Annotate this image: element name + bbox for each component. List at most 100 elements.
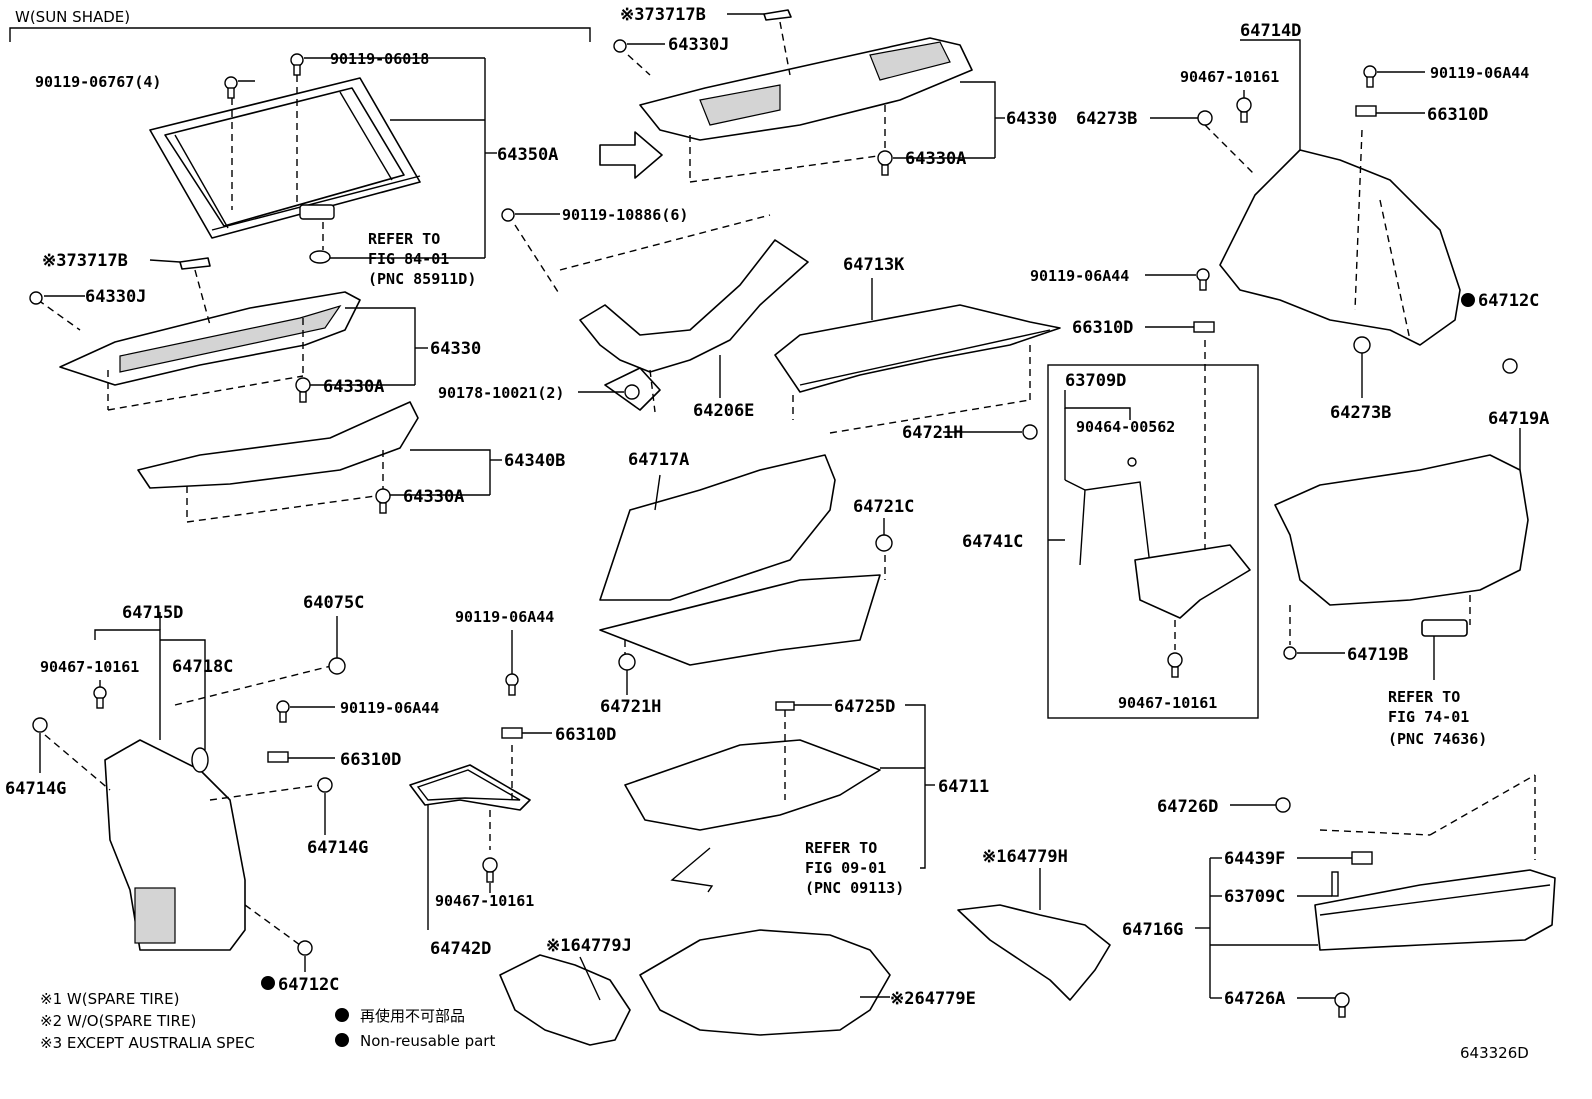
tonneau-panel-left-drawing: [37, 257, 361, 411]
label-90467-10161-box: 90467-10161: [1118, 694, 1217, 712]
label-73717b-left: ※373717B: [42, 251, 128, 271]
trunk-mat-drawing: [624, 710, 881, 893]
non-reusable-markers: [261, 293, 1475, 1047]
package-tray-drawing: [514, 214, 809, 413]
leader-lines: [39, 13, 1521, 1001]
label-90464-00562: 90464-00562: [1076, 418, 1175, 436]
foam-block-64779h-drawing: [957, 904, 1111, 1001]
legend-nonreusable-jp: 再使用不可部品: [360, 1007, 465, 1025]
label-64712c-left: 64712C: [278, 975, 339, 995]
label-refer-to-3: REFER TO: [805, 839, 877, 857]
direction-arrow: [599, 131, 663, 179]
legend-nonreusable-en: Non-reusable part: [360, 1032, 495, 1050]
label-64075c: 64075C: [303, 593, 364, 613]
label-pnc-85911d: (PNC 85911D): [368, 270, 476, 288]
label-64742d: 64742D: [430, 939, 491, 959]
label-64721c: 64721C: [853, 497, 914, 517]
tray-64742d-drawing: [409, 745, 531, 850]
label-63709c: 63709C: [1224, 887, 1285, 907]
label-64273b-bottom: 64273B: [1330, 403, 1391, 423]
label-pnc-74636: (PNC 74636): [1388, 730, 1487, 748]
label-64330-left: 64330: [430, 339, 481, 359]
side-trim-right-drawing: [1204, 124, 1461, 346]
kit-box-63709d: [1047, 340, 1259, 719]
label-64719a: 64719A: [1488, 409, 1549, 429]
label-64717a: 64717A: [628, 450, 689, 470]
label-64714g-mid: 64714G: [307, 838, 368, 858]
label-64330a-left-1: 64330A: [323, 377, 384, 397]
legend-note-1: ※1 W(SPARE TIRE): [40, 990, 179, 1008]
label-66310d-left: 66310D: [340, 750, 401, 770]
label-64779h: ※164779H: [982, 847, 1068, 867]
cover-64717a-drawing: [599, 454, 886, 666]
label-fig-09-01: FIG 09-01: [805, 859, 886, 877]
foam-block-64779j-drawing: [499, 954, 631, 1046]
trunk-lid-lining-drawing: [1274, 454, 1529, 645]
label-90119-06a44-tr: 90119-06A44: [1430, 64, 1529, 82]
label-64330-top: 64330: [1006, 109, 1057, 129]
label-90467-10161-left: 90467-10161: [40, 658, 139, 676]
label-fig-84-01: FIG 84-01: [368, 250, 449, 268]
legend-note-2: ※2 W/O(SPARE TIRE): [40, 1012, 196, 1030]
label-90119-06767: 90119-06767(4): [35, 73, 161, 91]
label-64330a-top: 64330A: [905, 149, 966, 169]
label-90467-10161-tray: 90467-10161: [435, 892, 534, 910]
sun-shade-bracket: [9, 27, 591, 42]
label-64719b: 64719B: [1347, 645, 1408, 665]
label-64718c: 64718C: [172, 657, 233, 677]
label-refer-to-1: REFER TO: [368, 230, 440, 248]
label-90119-06a44-tray: 90119-06A44: [455, 608, 554, 626]
label-66310d-tray: 66310D: [555, 725, 616, 745]
label-64340b: 64340B: [504, 451, 565, 471]
part-labels: W(SUN SHADE) 90119-06767(4) 90119-06018 …: [5, 5, 1549, 1009]
label-64713k: 64713K: [843, 255, 905, 275]
label-refer-to-2: REFER TO: [1388, 688, 1460, 706]
label-fig-74-01: FIG 74-01: [1388, 708, 1469, 726]
label-64439f: 64439F: [1224, 849, 1285, 869]
label-64726a: 64726A: [1224, 989, 1285, 1009]
side-trim-left-drawing: [44, 664, 336, 951]
header-sun-shade: W(SUN SHADE): [15, 8, 130, 26]
label-64712c-right: 64712C: [1478, 291, 1539, 311]
label-66310d-mid: 66310D: [1072, 318, 1133, 338]
label-90119-06018: 90119-06018: [330, 50, 429, 68]
tonneau-panel-64340b-drawing: [137, 401, 419, 523]
label-pnc-09113: (PNC 09113): [805, 879, 904, 897]
label-64330j-left: 64330J: [85, 287, 146, 307]
label-64726d: 64726D: [1157, 797, 1218, 817]
label-64206e: 64206E: [693, 401, 754, 421]
label-66310d-tr: 66310D: [1427, 105, 1488, 125]
label-64711: 64711: [938, 777, 989, 797]
label-64350a: 64350A: [497, 145, 558, 165]
label-64716g: 64716G: [1122, 920, 1183, 940]
label-64721h-bottom: 64721H: [600, 697, 661, 717]
label-64714d: 64714D: [1240, 21, 1301, 41]
label-64330a-left-2: 64330A: [403, 487, 464, 507]
label-90178-10021: 90178-10021(2): [438, 384, 564, 402]
label-64330j-top: 64330J: [668, 35, 729, 55]
sun-shade-frame-drawing: [149, 75, 421, 264]
label-64725d: 64725D: [834, 697, 895, 717]
label-63709d: 63709D: [1065, 371, 1126, 391]
diagram-code: 643326D: [1460, 1044, 1529, 1062]
label-90467-10161-top: 90467-10161: [1180, 68, 1279, 86]
label-90119-10886: 90119-10886(6): [562, 206, 688, 224]
label-90119-06a44-left: 90119-06A44: [340, 699, 439, 717]
label-64273b-top: 64273B: [1076, 109, 1137, 129]
legend-note-3: ※3 EXCEPT AUSTRALIA SPEC: [40, 1034, 255, 1052]
label-64714g-left: 64714G: [5, 779, 66, 799]
trunk-floor-drawing: [774, 304, 1061, 434]
foam-block-64779e-drawing: [639, 929, 891, 1036]
label-64721h-center: 64721H: [902, 423, 963, 443]
label-64779j: ※164779J: [546, 936, 632, 956]
sill-plate-drawing: [1314, 774, 1556, 951]
label-73717b-top: ※373717B: [620, 5, 706, 25]
legend: ※1 W(SPARE TIRE) ※2 W/O(SPARE TIRE) ※3 E…: [40, 990, 495, 1052]
label-90119-06a44-mid: 90119-06A44: [1030, 267, 1129, 285]
label-64741c: 64741C: [962, 532, 1023, 552]
tonneau-panel-center-drawing: [627, 9, 973, 183]
label-64779e: ※264779E: [890, 989, 976, 1009]
label-64715d: 64715D: [122, 603, 183, 623]
